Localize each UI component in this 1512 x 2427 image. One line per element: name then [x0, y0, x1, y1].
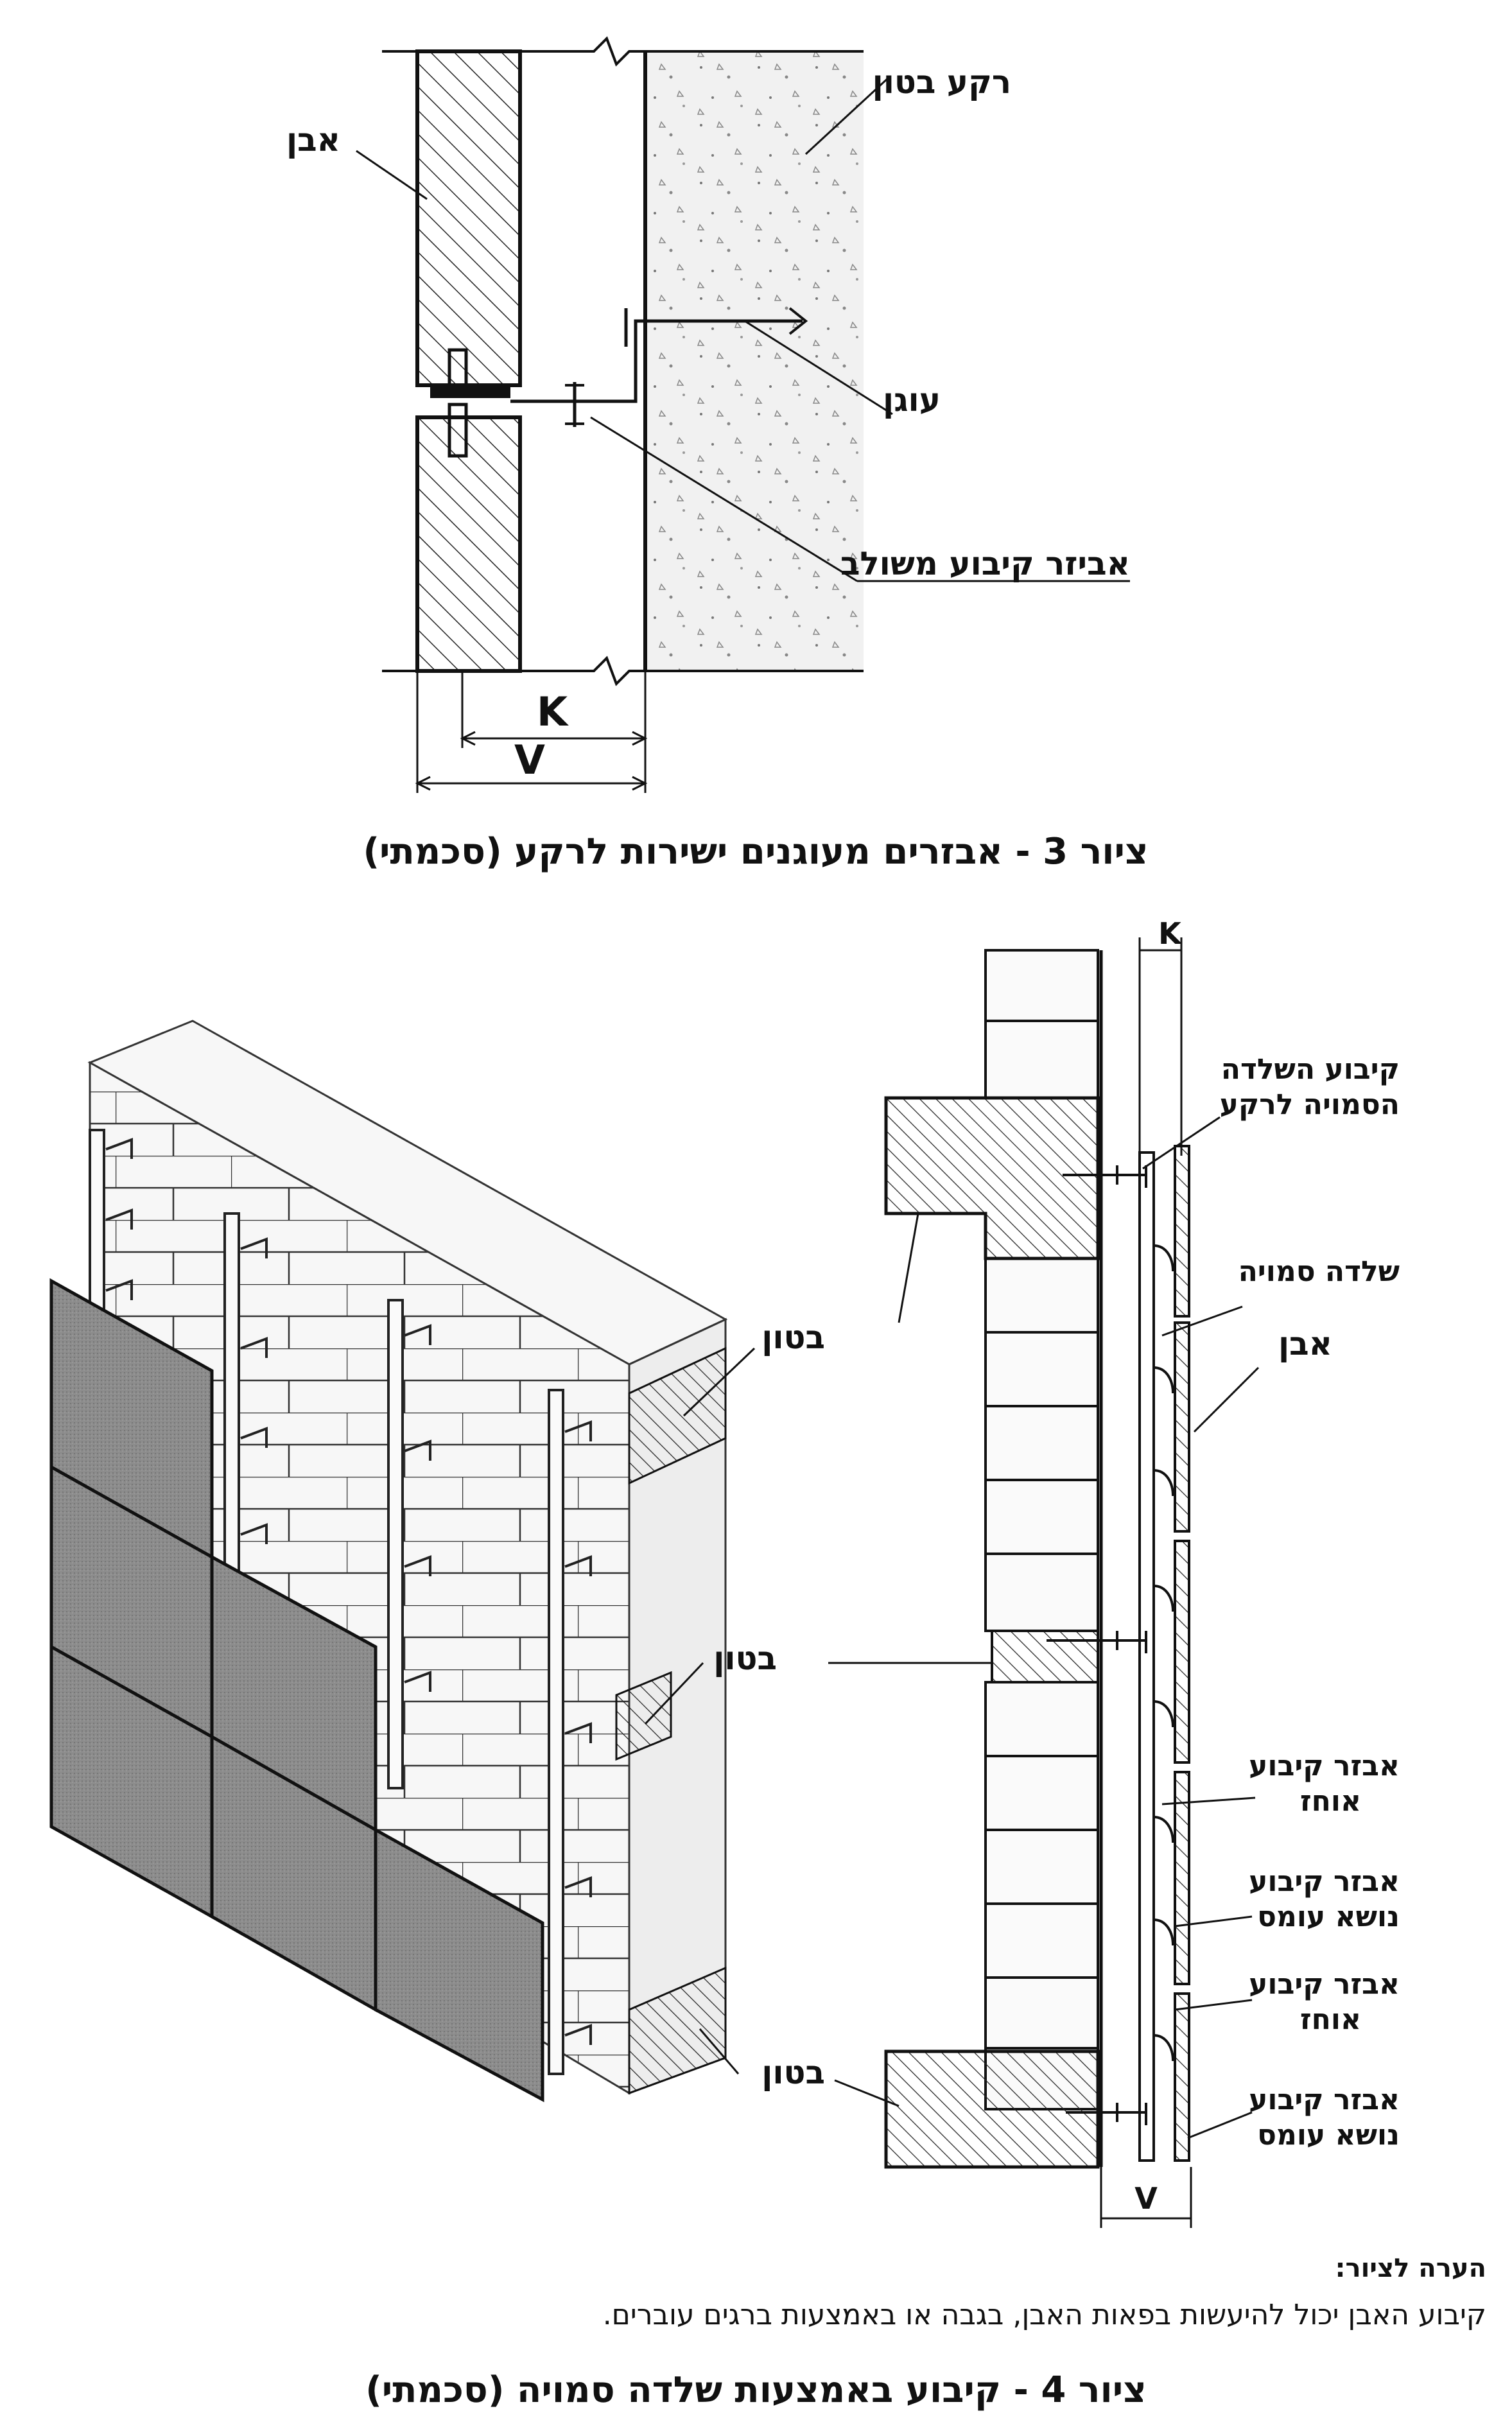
concrete-band-middle	[615, 1671, 672, 1761]
section-label-bearing-fixing-2a: אבזר קיבוע	[1249, 2083, 1400, 2116]
section-stone-5	[1174, 1992, 1190, 2162]
section-slab-bottom	[884, 2049, 1100, 2169]
stone-panel-6	[374, 1827, 544, 2103]
figure4-isometric	[49, 1020, 756, 2103]
stone-upper	[415, 49, 522, 387]
label-combined-fixing: אביזר קיבוע משולב	[840, 545, 1130, 582]
section-label-stone: אבן	[1278, 1325, 1332, 1362]
figure4-note-title: הערה לציור:	[1335, 2254, 1486, 2283]
section-label-frame-fixing-1: קיבוע השלדה	[1221, 1053, 1400, 1086]
figure4-section	[828, 937, 1260, 2228]
label-dim-v: V	[514, 736, 545, 783]
rail-4	[548, 1389, 564, 2075]
label-concrete-bottom: בטון	[761, 2054, 825, 2091]
section-label-frame-fixing-2: הסמויה לרקע	[1220, 1088, 1400, 1121]
figure3-caption: ציור 3 - אבזרים מעוגנים ישירות לרקע (סכמ…	[363, 831, 1148, 873]
figure4-caption: ציור 4 - קיבוע באמצעות שלדה סמויה (סכמתי…	[365, 2369, 1147, 2411]
section-slab-middle	[991, 1630, 1099, 1683]
label-concrete-substrate: רקע בטון	[873, 64, 1011, 101]
concrete-substrate	[645, 51, 864, 671]
section-label-bearing-fixing-1b: נושא עומס	[1257, 1901, 1400, 1933]
stone-lower	[415, 415, 522, 673]
label-concrete-middle: בטון	[713, 1640, 777, 1677]
section-label-dim-k: K	[1158, 916, 1183, 951]
section-stone-1	[1174, 1145, 1190, 1318]
section-label-bearing-fixing-2b: נושא עומס	[1257, 2119, 1400, 2152]
label-anchor: עוגן	[883, 381, 941, 419]
section-stone-2	[1174, 1321, 1190, 1533]
section-label-hidden-frame: שלדה סמויה	[1238, 1255, 1400, 1288]
section-label-dim-v: V	[1134, 2181, 1158, 2216]
concrete-band-top	[628, 1346, 727, 1485]
figure4-note-text: קיבוע האבן יכול להיעשות בפאות האבן, בגבה…	[602, 2299, 1486, 2331]
section-stone-4	[1174, 1771, 1190, 1985]
section-label-holding-fixing-2b: אוחז	[1300, 2003, 1361, 2036]
section-stone-3	[1174, 1540, 1190, 1764]
section-label-holding-fixing-2a: אבזר קיבוע	[1249, 1968, 1400, 2001]
rail-2	[223, 1212, 240, 1574]
section-label-holding-fixing-1a: אבזר קיבוע	[1249, 1750, 1400, 1782]
label-dim-k: K	[537, 688, 569, 735]
label-concrete-top: בטון	[761, 1319, 825, 1356]
section-slab-top	[884, 1096, 1100, 1260]
rail-3	[387, 1299, 404, 1789]
section-label-bearing-fixing-1a: אבזר קיבוע	[1249, 1865, 1400, 1898]
hidden-frame	[1138, 1151, 1155, 2162]
section-label-holding-fixing-1b: אוחז	[1300, 1785, 1361, 1818]
figure3-section: אבן רקע בטון עוגן אביזר קיבוע משולב K V	[286, 36, 1130, 793]
label-stone: אבן	[286, 121, 340, 159]
